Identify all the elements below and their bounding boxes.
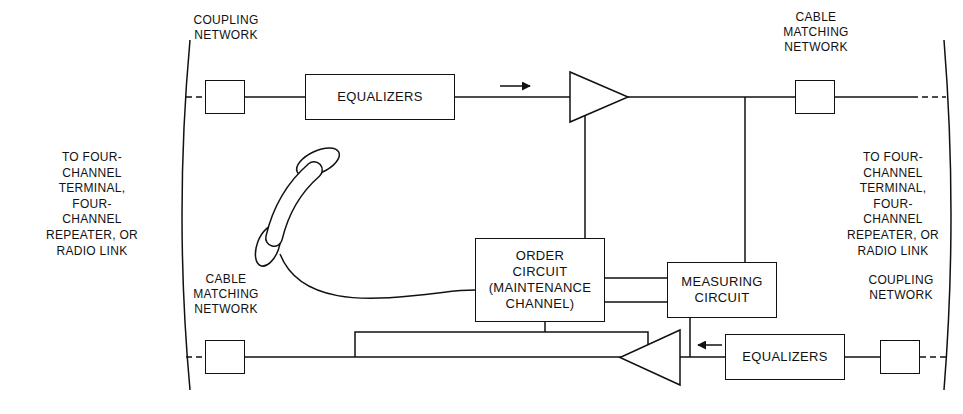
network-box: CABLE MATCHING NETWORK: [205, 340, 245, 374]
amplifier-symbol: [620, 330, 680, 385]
handset-handle-fill: [274, 170, 314, 238]
box-heading: COUPLING NETWORK: [176, 13, 276, 43]
right-bracket: [944, 40, 951, 390]
signal-line: [605, 301, 667, 303]
box-heading: CABLE MATCHING NETWORK: [176, 272, 276, 317]
measuring-wire: [689, 318, 691, 357]
measuring-wire: [744, 97, 746, 262]
signal-line: [605, 277, 667, 279]
order-wire: [584, 116, 586, 239]
order-wire: [544, 322, 546, 332]
handset-symbol: [250, 142, 343, 269]
direction-arrow: [500, 85, 530, 87]
box-label: MEASURING CIRCUIT: [675, 274, 769, 307]
amplifier-symbol: [570, 72, 628, 122]
box-heading: CABLE MATCHING NETWORK: [766, 10, 866, 55]
continuation-dash: [920, 356, 946, 358]
box-heading: COUPLING NETWORK: [851, 273, 951, 303]
destination-note: TO FOUR-CHANNEL TERMINAL, FOUR-CHANNEL R…: [845, 150, 941, 259]
box-label: EQUALIZERS: [742, 349, 827, 365]
order-wire: [355, 332, 648, 357]
network-box: CABLE MATCHING NETWORK: [795, 80, 835, 114]
signal-line: [845, 356, 880, 358]
continuation-dash: [186, 96, 205, 98]
box-label: EQUALIZERS: [337, 89, 422, 105]
handset-handle: [274, 170, 314, 238]
destination-note: TO FOUR-CHANNEL TERMINAL, FOUR-CHANNEL R…: [44, 150, 140, 259]
left-bracket: [182, 40, 190, 390]
network-box: COUPLING NETWORK: [205, 80, 245, 114]
continuation-dash: [912, 96, 946, 98]
direction-arrow: [698, 344, 722, 346]
process-box: EQUALIZERS: [725, 334, 845, 380]
line-wire: [835, 96, 912, 98]
handset-cord: [280, 254, 475, 298]
network-box: COUPLING NETWORK: [880, 340, 920, 374]
process-box: ORDER CIRCUIT (MAINTENANCE CHANNEL): [475, 238, 605, 322]
process-box: MEASURING CIRCUIT: [667, 262, 777, 318]
signal-line: [245, 96, 305, 98]
box-label: ORDER CIRCUIT (MAINTENANCE CHANNEL): [488, 248, 592, 313]
continuation-dash: [186, 356, 205, 358]
process-box: EQUALIZERS: [305, 74, 455, 120]
